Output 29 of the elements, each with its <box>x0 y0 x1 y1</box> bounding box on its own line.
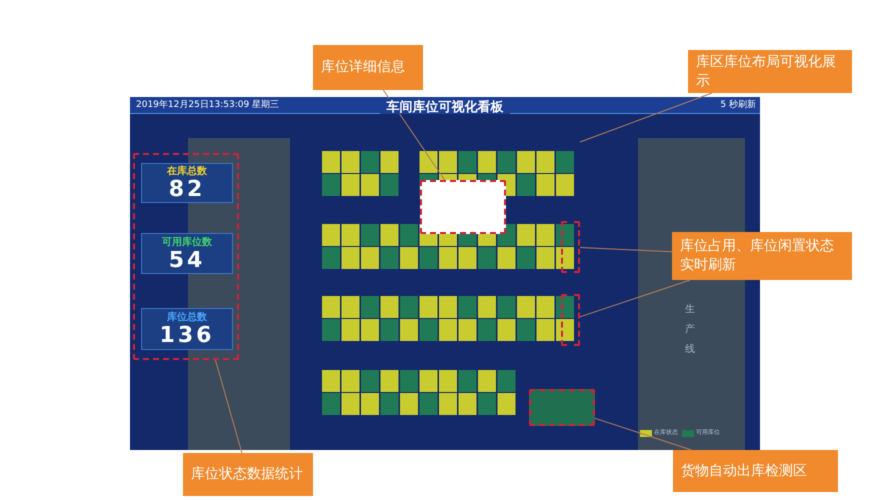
stat-card <box>141 233 233 274</box>
stat-label: 可用库位数 <box>162 235 212 248</box>
callout-box: 库区库位布局可视化展示 <box>688 50 852 93</box>
stat-label: 在库总数 <box>167 164 207 178</box>
callout-box: 库位状态数据统计 <box>183 453 313 496</box>
leader-line <box>214 360 242 454</box>
callout-box: 库位详细信息 <box>313 45 423 90</box>
vertical-line-label: 生产线 <box>684 302 696 357</box>
stat-label: 库位总数 <box>167 310 207 324</box>
highlight-frame <box>561 294 580 346</box>
stat-value: 136 <box>160 324 214 348</box>
leader-line <box>580 280 691 318</box>
callout-box: 库位占用、库位闲置状态实时刷新 <box>672 232 852 280</box>
callout-box: 货物自动出库检测区 <box>673 450 838 492</box>
stat-card <box>141 163 233 203</box>
highlight-frame <box>133 153 239 360</box>
date-time-text: 2019年12月25日13:53:09 星期三 <box>136 98 280 112</box>
info-popup <box>420 180 506 234</box>
leader-line <box>580 92 713 142</box>
outbound-zone-highlight <box>529 389 595 426</box>
leader-line <box>594 418 692 450</box>
leader-line <box>382 90 446 180</box>
refresh-interval-text: 5 秒刷新 <box>719 98 756 112</box>
leader-line <box>580 246 672 252</box>
stat-value: 82 <box>168 178 206 202</box>
dashboard-title: 车间库位可视化看板 <box>380 98 510 114</box>
stat-value: 54 <box>168 248 206 272</box>
stat-card <box>141 308 233 350</box>
highlight-frame <box>561 221 580 273</box>
